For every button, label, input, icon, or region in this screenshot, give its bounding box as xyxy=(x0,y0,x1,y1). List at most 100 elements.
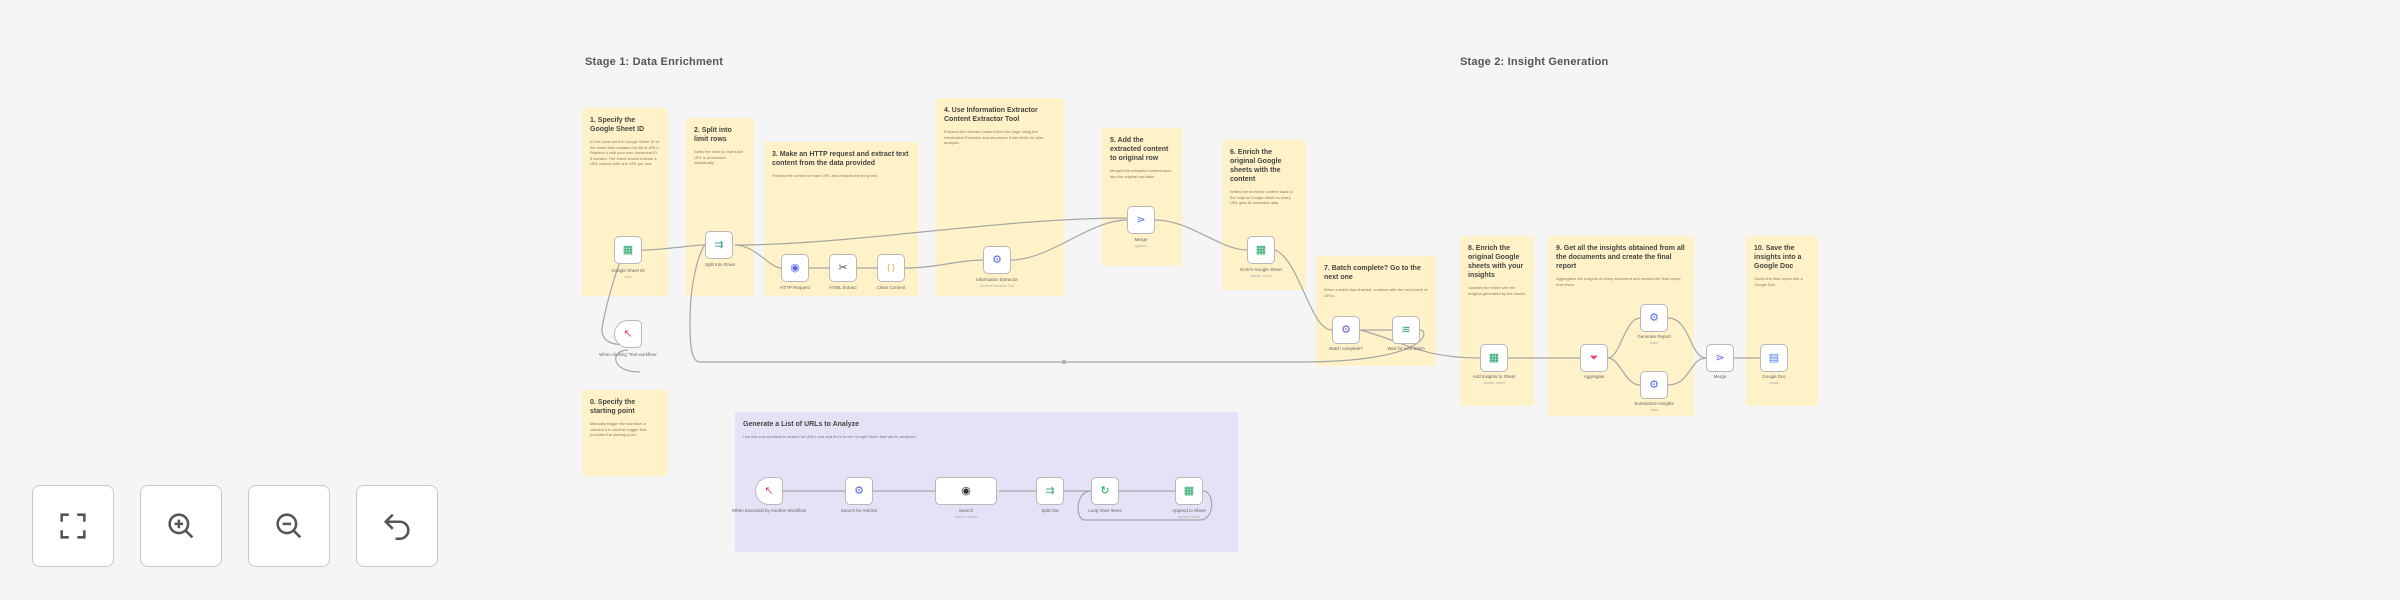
sticky-note[interactable]: 9. Get all the insights obtained from al… xyxy=(1548,236,1694,416)
node-label: Split Out xyxy=(1010,508,1090,514)
cursor-icon: ↖ xyxy=(623,327,633,340)
enrich-sheet-node[interactable]: ▦ xyxy=(1247,236,1275,264)
sticky-title: 0. Specify the starting point xyxy=(590,399,636,415)
summarize-insights-node[interactable]: ⚙ xyxy=(1640,371,1668,399)
merge-icon: ⋗ xyxy=(1715,351,1725,364)
reset-zoom-button[interactable] xyxy=(356,485,438,567)
google-sheet-id-node[interactable]: ▦ xyxy=(614,236,642,264)
sub-workflow-trigger-node[interactable]: ↖ xyxy=(755,477,783,505)
sticky-title: 2. Split into limit rows xyxy=(694,127,732,143)
sticky-note[interactable]: 0. Specify the starting point Manually t… xyxy=(582,390,668,476)
search-node[interactable]: ◉ xyxy=(935,477,997,505)
split-into-rows-node[interactable]: ⇉ xyxy=(705,231,733,259)
node-title: Merge xyxy=(1713,374,1727,379)
sticky-title: Generate a List of URLs to Analyze xyxy=(743,421,860,428)
node-label: Clean Content xyxy=(851,285,931,291)
http-request-node[interactable]: ◉ xyxy=(781,254,809,282)
node-title: Append to Sheet xyxy=(1172,508,1206,513)
wait-node[interactable]: ≋ xyxy=(1392,316,1420,344)
scissors-icon: ✂ xyxy=(838,261,848,274)
robot-icon: ⚙ xyxy=(1649,378,1659,391)
node-subtitle: read xyxy=(624,275,632,279)
node-subtitle: append xyxy=(1135,244,1147,248)
sticky-title: 10. Save the insights into a Google Doc xyxy=(1754,245,1802,270)
zoom-out-button[interactable] xyxy=(248,485,330,567)
sticky-text: Merges the extracted content back into t… xyxy=(1110,168,1172,179)
node-label: Loop Over Items xyxy=(1065,508,1145,514)
node-title: Loop Over Items xyxy=(1088,508,1122,513)
sticky-title: 4. Use Information Extractor Content Ext… xyxy=(944,107,1038,123)
sticky-text: Extracts the relevant content from the p… xyxy=(944,129,1044,145)
node-subtitle: chain xyxy=(1649,341,1659,345)
split-out-node[interactable]: ⇉ xyxy=(1036,477,1064,505)
aggregate-node[interactable]: ⏷ xyxy=(1580,344,1608,372)
robot-icon: ⚙ xyxy=(992,253,1002,266)
merge-insights-node[interactable]: ⋗ xyxy=(1706,344,1734,372)
node-title: When clicking 'Test workflow' xyxy=(599,352,657,357)
manual-trigger-node[interactable]: ↖ xyxy=(614,320,642,348)
sticky-text: Fetches the content of each URL and extr… xyxy=(772,173,879,178)
robot-icon: ⚙ xyxy=(854,484,864,497)
sticky-note[interactable]: 2. Split into limit rows Splits the rows… xyxy=(686,118,754,296)
search-articles-node[interactable]: ⚙ xyxy=(845,477,873,505)
google-doc-node[interactable]: ▤ xyxy=(1760,344,1788,372)
merge-node[interactable]: ⋗ xyxy=(1127,206,1155,234)
information-extractor-node[interactable]: ⚙ xyxy=(983,246,1011,274)
sticky-text: Splits the rows so that each URL is proc… xyxy=(694,149,743,165)
insights-sheet-node[interactable]: ▦ xyxy=(1480,344,1508,372)
node-title: Split Into Rows xyxy=(704,262,735,267)
fit-view-button[interactable] xyxy=(32,485,114,567)
globe-icon: ◉ xyxy=(961,484,971,497)
sticky-title: 1. Specify the Google Sheet ID xyxy=(590,117,645,133)
zoom-in-icon xyxy=(168,513,194,539)
node-title: Add Insights to Sheet xyxy=(1472,374,1516,379)
sticky-text: Updates the sheet with the insights gene… xyxy=(1468,285,1526,296)
node-label: Enrich Google Sheet update: sheet xyxy=(1221,267,1301,279)
append-sheet-node[interactable]: ▦ xyxy=(1175,477,1203,505)
merge-icon: ⋗ xyxy=(1136,213,1146,226)
sheets-icon: ▦ xyxy=(622,243,634,256)
node-label: Wait for next batch xyxy=(1366,346,1446,352)
doc-icon: ▤ xyxy=(1768,351,1780,364)
generate-report-node[interactable]: ⚙ xyxy=(1640,304,1668,332)
node-label: Add Insights to Sheet update: sheet xyxy=(1454,374,1534,386)
stage-2-title: Stage 2: Insight Generation xyxy=(1460,56,1609,68)
zoom-out-icon xyxy=(276,513,302,539)
gear-icon: ⚙ xyxy=(1341,323,1351,336)
node-title: Google Sheet ID xyxy=(611,268,645,273)
loop-over-items-node[interactable]: ↻ xyxy=(1091,477,1119,505)
node-label: HTML Extract xyxy=(803,285,883,291)
wifi-icon: ≋ xyxy=(1401,323,1411,336)
node-label: Merge xyxy=(1680,374,1760,380)
sticky-note[interactable]: 10. Save the insights into a Google Doc … xyxy=(1746,236,1818,406)
node-subtitle: create xyxy=(1769,381,1779,385)
clean-content-node[interactable]: { } xyxy=(877,254,905,282)
sticky-text: Use this sub-workflow to search for URLs… xyxy=(743,434,917,439)
sheets-icon: ▦ xyxy=(1183,484,1195,497)
robot-icon: ⚙ xyxy=(1649,311,1659,324)
node-subtitle: Content Extractor Tool xyxy=(979,284,1015,288)
node-title: Enrich Google Sheet xyxy=(1240,267,1282,272)
node-subtitle: update: sheet xyxy=(1483,381,1505,385)
node-title: Split Out xyxy=(1041,508,1059,513)
sticky-note[interactable]: 8. Enrich the original Google sheets wit… xyxy=(1460,236,1534,406)
html-extract-node[interactable]: ✂ xyxy=(829,254,857,282)
sticky-title: 6. Enrich the original Google sheets wit… xyxy=(1230,149,1282,183)
batch-complete-node[interactable]: ⚙ xyxy=(1332,316,1360,344)
sticky-text: Aggregates the insights of every documen… xyxy=(1556,276,1681,287)
globe-icon: ◉ xyxy=(790,261,800,274)
code-icon: { } xyxy=(887,263,895,272)
node-subtitle: update: sheet xyxy=(1250,274,1272,278)
cursor-icon: ↖ xyxy=(764,484,774,497)
sticky-text: Writes the enriched content back to the … xyxy=(1230,189,1293,205)
node-label: Aggregate xyxy=(1554,374,1634,380)
node-title: Information Extractor xyxy=(976,277,1018,282)
zoom-in-button[interactable] xyxy=(140,485,222,567)
loop-icon: ↻ xyxy=(1100,484,1110,497)
